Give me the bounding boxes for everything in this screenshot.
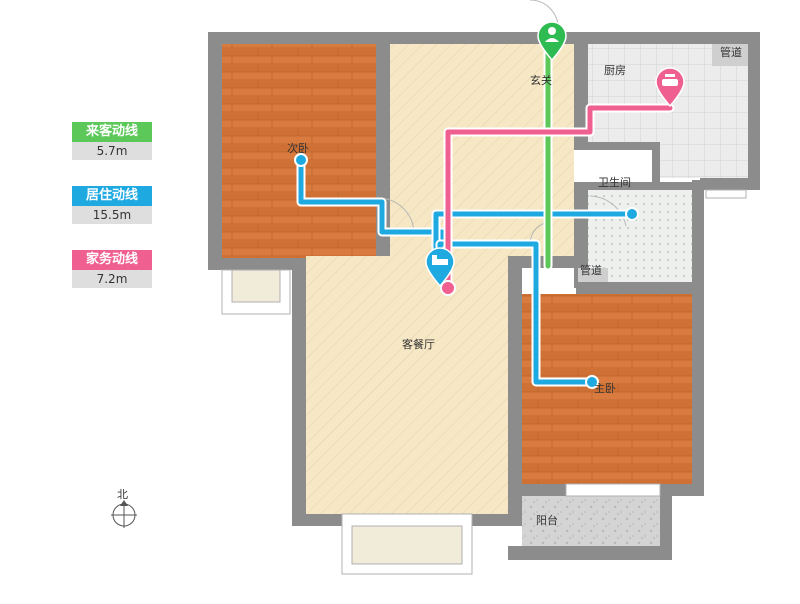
entrance-hall-floor	[390, 44, 574, 256]
legend-living-route: 居住动线 15.5m	[72, 186, 152, 224]
legend-chore-label: 家务动线	[72, 250, 152, 270]
windows	[221, 189, 747, 575]
label-pipe-bath: 管道	[580, 263, 602, 277]
living-dining-floor	[306, 256, 508, 514]
legend-guest-value: 5.7m	[72, 142, 152, 160]
label-bathroom: 卫生间	[598, 175, 631, 189]
bed-marker-icon	[425, 247, 455, 288]
label-balcony: 阳台	[536, 513, 558, 527]
label-second-bedroom: 次卧	[287, 141, 309, 155]
label-master-bedroom: 主卧	[594, 382, 616, 395]
route-endpoints	[294, 153, 639, 389]
bath-pipe	[578, 268, 608, 282]
legend-living-label: 居住动线	[72, 186, 152, 206]
person-marker-icon	[537, 21, 567, 62]
kitchen-floor-lower	[660, 142, 748, 178]
kitchen-pipe	[712, 44, 748, 66]
label-pipe-kitchen: 管道	[720, 45, 742, 59]
label-kitchen: 厨房	[604, 64, 626, 77]
label-living-dining: 客餐厅	[402, 337, 435, 351]
legend-living-value: 15.5m	[72, 206, 152, 224]
north-compass-icon: 北	[111, 488, 137, 528]
legend-chore-value: 7.2m	[72, 270, 152, 288]
label-entrance: 玄关	[530, 73, 552, 87]
legend-chore-route: 家务动线 7.2m	[72, 250, 152, 288]
legend-guest-route: 来客动线 5.7m	[72, 122, 152, 160]
legend-guest-label: 来客动线	[72, 122, 152, 142]
compass-label: 北	[117, 488, 128, 501]
second-bedroom-floor	[222, 44, 376, 258]
cooking-pot-marker-icon	[655, 67, 685, 108]
bathroom-floor	[588, 190, 692, 282]
master-bedroom-floor	[522, 294, 692, 484]
balcony-floor	[522, 496, 660, 546]
